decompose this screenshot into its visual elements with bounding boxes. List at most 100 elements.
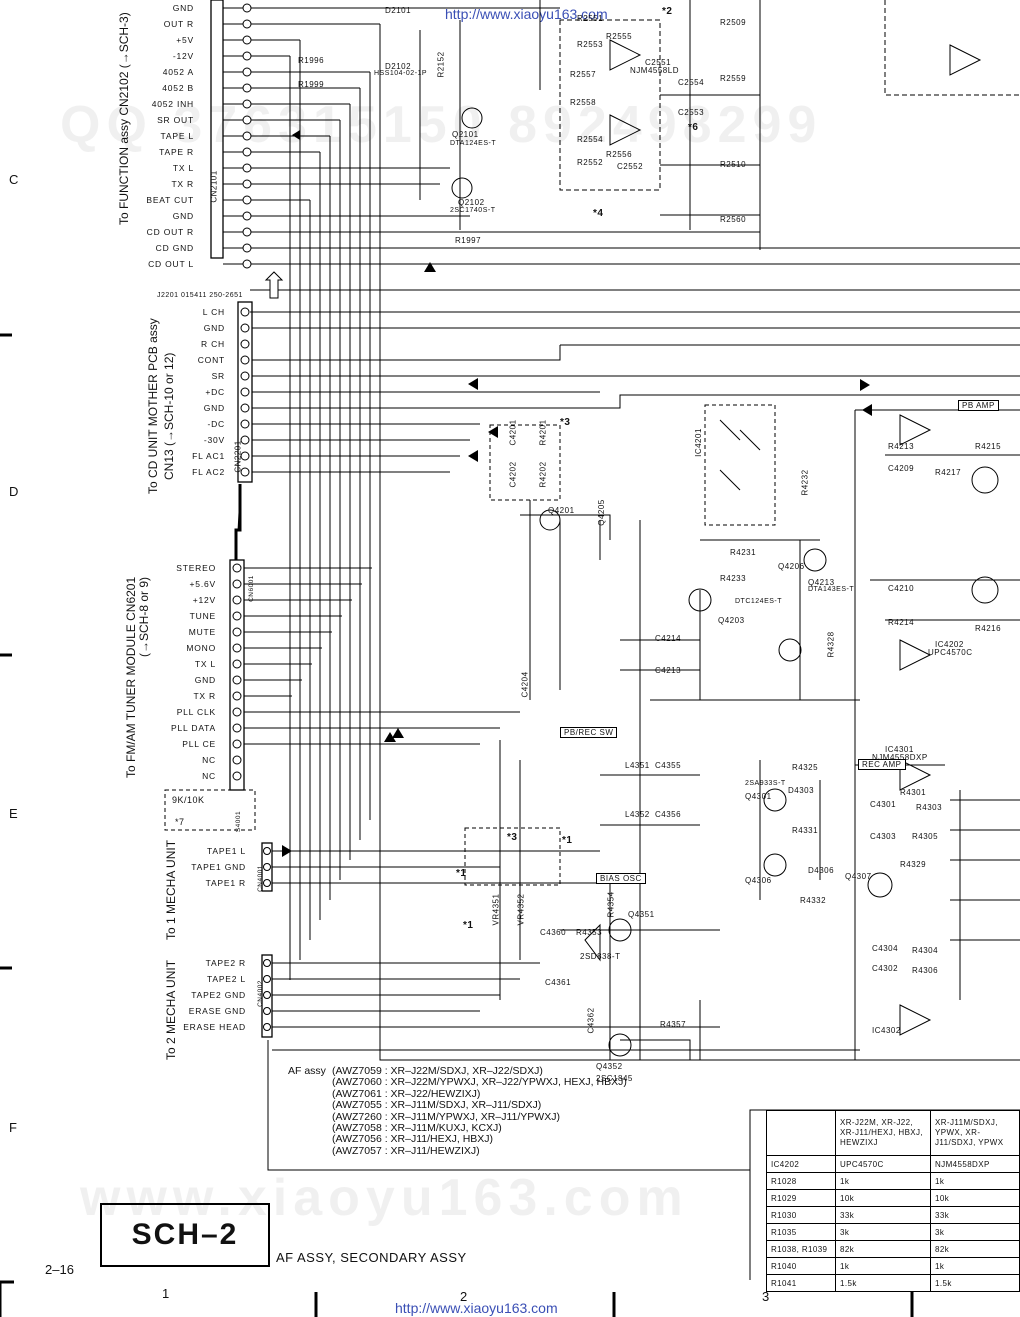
component-label: R2553	[577, 40, 604, 49]
component-label: Q4307	[845, 872, 872, 881]
component-label: R4301	[900, 788, 927, 797]
function-pin: TX L	[172, 163, 194, 173]
cd-pin: GND	[203, 403, 225, 413]
note-mark: *1	[463, 920, 474, 931]
function-pin: OUT R	[163, 19, 194, 29]
function-pin: -12V	[172, 51, 194, 61]
top-url[interactable]: http://www.xiaoyu163.com	[445, 6, 608, 22]
af-assy-variant: (AWZ7058 : XR–J11M/KUXJ, KCXJ)	[288, 1122, 627, 1135]
component-label: C4362	[586, 1007, 596, 1034]
tuner-pin: NC	[202, 771, 216, 781]
bias-osc-label: BIAS OSC	[596, 873, 646, 884]
af-assy-variant-text: (AWZ7059 : XR–J22M/SDXJ, XR–J22/SDXJ)	[332, 1065, 543, 1077]
component-label: IC4202	[935, 640, 964, 649]
table-cell: 1k	[930, 1257, 1020, 1275]
component-label: HSS104-02-1P	[374, 70, 428, 77]
component-label: R4231	[730, 548, 757, 557]
component-label: R1999	[298, 80, 325, 89]
component-label: C4210	[888, 584, 915, 593]
component-label: IC4302	[872, 1026, 901, 1035]
table-header-row: XR-J22M, XR-J22, XR-J11/HEXJ, HBXJ, HEWZ…	[766, 1110, 1020, 1156]
sheet-id-box: SCH–2	[100, 1203, 270, 1267]
component-label: R4213	[888, 442, 915, 451]
component-label: R4305	[912, 832, 939, 841]
table-cell: 33k	[930, 1206, 1020, 1224]
af-assy-variant-text: (AWZ7260 : XR–J11M/YPWXJ, XR–J11/YPWXJ)	[332, 1110, 560, 1123]
component-label: R2554	[577, 135, 604, 144]
component-label: C2554	[678, 78, 705, 87]
component-label: R4304	[912, 946, 939, 955]
function-pin: CD OUT R	[146, 227, 194, 237]
tuner-pin: MONO	[186, 643, 216, 653]
page-number: 2–16	[45, 1262, 74, 1277]
component-label: C2551	[645, 58, 672, 67]
table-cell: R1040	[766, 1257, 836, 1275]
mecha2-pin: TAPE2 L	[207, 974, 246, 984]
component-label: D4303	[788, 786, 815, 795]
component-label: R2551	[577, 14, 604, 23]
component-label: C4303	[870, 832, 897, 841]
component-label: 2SD838-T	[580, 952, 621, 961]
table-cell: 3k	[930, 1223, 1020, 1241]
component-label: R4329	[900, 860, 927, 869]
table-row: R1035 3k 3k	[766, 1223, 1020, 1241]
note-mark: *6	[688, 122, 699, 133]
pb-rec-sw-label: PB/REC SW	[560, 727, 618, 738]
tuner-pin: MUTE	[188, 627, 216, 637]
component-label: R2557	[570, 70, 597, 79]
tuner-pin: PLL CLK	[176, 707, 216, 717]
col-mark-2: 2	[460, 1289, 468, 1304]
component-label: Q4351	[628, 910, 655, 919]
component-label: Q4306	[745, 876, 772, 885]
component-label: Q4205	[596, 499, 606, 526]
tuner-connector-title: To FM/AM TUNER MODULE CN6201	[124, 576, 138, 778]
cn6001-ref: CN6001	[247, 575, 255, 602]
table-row: R1038, R1039 82k 82k	[766, 1240, 1020, 1258]
tuner-pin: PLL CE	[182, 739, 216, 749]
component-label: C4356	[655, 810, 682, 819]
component-label: R2558	[570, 98, 597, 107]
table-row: R1041 1.5k 1.5k	[766, 1274, 1020, 1292]
component-label: R4215	[975, 442, 1002, 451]
component-label: 2SA933S-T	[745, 780, 786, 787]
table-cell: 10k	[930, 1189, 1020, 1207]
table-header-cell: XR-J22M, XR-J22, XR-J11/HEXJ, HBXJ, HEWZ…	[835, 1110, 931, 1156]
sheet-id: SCH–2	[131, 1218, 239, 1251]
component-label: Q4301	[745, 792, 772, 801]
tuner-pin: PLL DATA	[171, 723, 216, 733]
component-label: R2555	[606, 32, 633, 41]
table-row: R1030 33k 33k	[766, 1206, 1020, 1224]
function-connector-title: To FUNCTION assy CN2102 (→SCH-3)	[117, 12, 131, 225]
tuner-pin: STEREO	[176, 563, 216, 573]
af-assy-variant-list: AF assy (AWZ7059 : XR–J22M/SDXJ, XR–J22/S…	[288, 1065, 627, 1157]
component-label: R4353	[576, 928, 603, 937]
af-assy-heading: AF assy	[288, 1065, 326, 1077]
component-label: Q4201	[548, 506, 575, 515]
table-row: R1028 1k 1k	[766, 1172, 1020, 1190]
tuner-pin: NC	[202, 755, 216, 765]
component-label: Q4203	[718, 616, 745, 625]
mecha1-title: To 1 MECHA UNIT	[164, 839, 178, 940]
af-assy-variant: (AWZ7060 : XR–J22M/YPWXJ, XR–J22/YPWXJ, …	[288, 1077, 627, 1088]
row-mark-d: D	[9, 484, 19, 499]
mecha2-title: To 2 MECHA UNIT	[164, 959, 178, 1060]
bottom-url[interactable]: http://www.xiaoyu163.com	[395, 1300, 558, 1316]
component-label: R4357	[660, 1020, 687, 1029]
parts-variation-table: XR-J22M, XR-J22, XR-J11/HEXJ, HBXJ, HEWZ…	[766, 1110, 1020, 1292]
table-header-cell: XR-J11M/SDXJ, YPWX, XR-J11/SDXJ, YPWX	[930, 1110, 1020, 1156]
cn2201-header: J2201 015411 250-2651	[157, 292, 243, 299]
component-label: R4306	[912, 966, 939, 975]
mecha2-pin: TAPE2 GND	[191, 990, 246, 1000]
component-label: R2510	[720, 160, 747, 169]
component-label: Q4213	[808, 578, 835, 587]
note-mark: *1	[456, 868, 467, 879]
component-label: IC4201	[693, 428, 703, 457]
table-row: R1029 10k 10k	[766, 1189, 1020, 1207]
switch-s4001-ref: S4001	[235, 810, 243, 833]
component-label: C4202	[508, 461, 518, 488]
cd-pin: R CH	[201, 339, 225, 349]
component-label: DTA143ES-T	[808, 586, 855, 593]
note-mark: *3	[560, 417, 571, 428]
cd-pin: -30V	[203, 435, 225, 445]
af-assy-variant-text: (AWZ7058 : XR–J11M/KUXJ, KCXJ)	[332, 1122, 502, 1135]
